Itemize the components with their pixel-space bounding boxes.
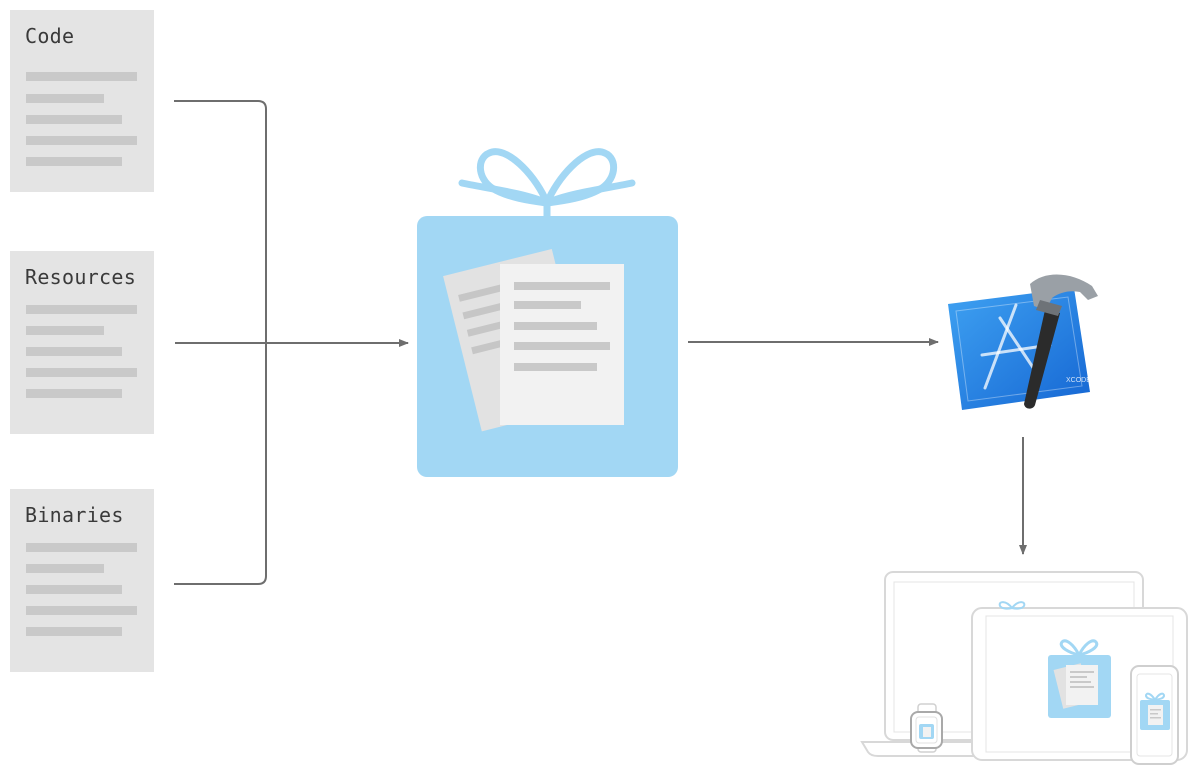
doc-line	[26, 94, 104, 103]
doc-line	[26, 347, 122, 356]
code-document: Code	[10, 10, 154, 192]
doc-line	[26, 157, 122, 166]
doc-line	[26, 136, 137, 145]
doc-line	[26, 543, 137, 552]
xcode-icon: XCODE	[948, 274, 1098, 410]
doc-line	[26, 115, 122, 124]
resources-document: Resources	[10, 251, 154, 434]
code-label: Code	[25, 24, 75, 48]
doc-line	[26, 564, 104, 573]
doc-line	[26, 606, 137, 615]
apple-devices-icon	[860, 571, 1188, 765]
resources-label: Resources	[25, 265, 137, 289]
doc-line	[26, 627, 122, 636]
doc-line	[26, 389, 122, 398]
doc-line	[26, 585, 122, 594]
binaries-label: Binaries	[25, 503, 124, 527]
doc-line	[26, 305, 137, 314]
binaries-document: Binaries	[10, 489, 154, 672]
xcode-badge-text: XCODE	[1066, 377, 1091, 384]
doc-line	[26, 326, 104, 335]
package-gift-icon	[417, 148, 678, 477]
doc-line	[26, 368, 137, 377]
doc-line	[26, 72, 137, 81]
